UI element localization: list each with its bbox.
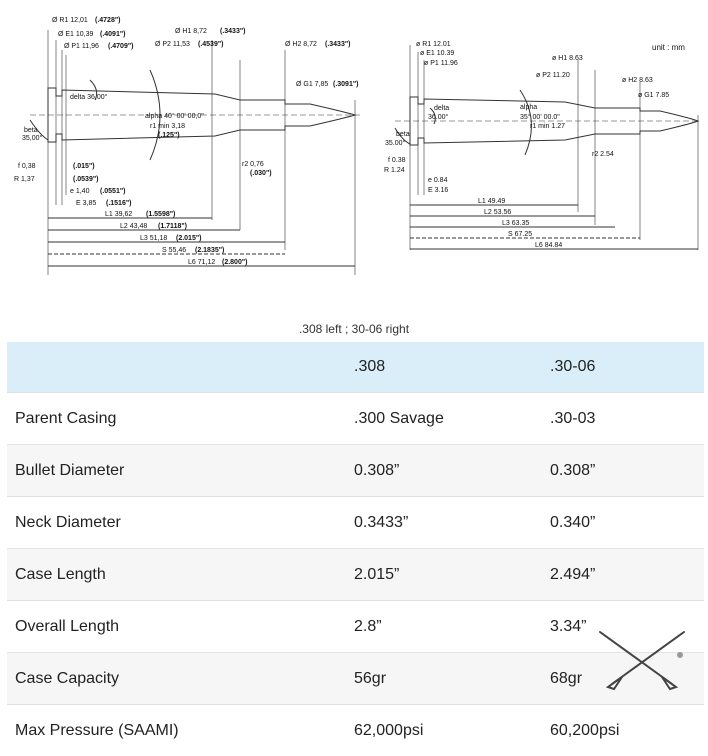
figure-caption: .308 left ; 30-06 right <box>0 322 708 336</box>
svg-text:35° 00' 00.0": 35° 00' 00.0" <box>520 113 560 121</box>
cell-3006: .30-03 <box>550 393 704 445</box>
table-row: Parent Casing .300 Savage .30-03 <box>7 393 704 445</box>
svg-text:ø E1 10.39: ø E1 10.39 <box>420 50 454 57</box>
cell-3006: 2.494” <box>550 549 704 601</box>
row-label: Max Pressure (SAAMI) <box>7 705 354 756</box>
svg-text:delta: delta <box>434 105 449 112</box>
row-label: Case Length <box>7 549 354 601</box>
cell-308: 0.3433” <box>354 497 550 549</box>
row-label: Case Capacity <box>7 653 354 705</box>
svg-text:f 0.38: f 0.38 <box>388 157 406 164</box>
table-row: Case Length 2.015” 2.494” <box>7 549 704 601</box>
svg-text:S 67.25: S 67.25 <box>508 231 532 238</box>
svg-text:L3 63.35: L3 63.35 <box>502 220 529 227</box>
cell-308: 2.8” <box>354 601 550 653</box>
svg-text:36.00°: 36.00° <box>428 113 449 121</box>
right-cartridge-drawing: unit : mm ø R1 12.01 ø E1 10.39 ø P1 11.… <box>0 0 708 285</box>
row-label: Parent Casing <box>7 393 354 445</box>
row-label: Neck Diameter <box>7 497 354 549</box>
svg-text:ø R1 12.01: ø R1 12.01 <box>416 41 451 48</box>
svg-text:R 1.24: R 1.24 <box>384 167 405 174</box>
cell-3006: 60,200psi <box>550 705 704 756</box>
table-row: Bullet Diameter 0.308” 0.308” <box>7 445 704 497</box>
svg-text:beta: beta <box>396 131 410 138</box>
svg-text:35.00°: 35.00° <box>385 139 406 147</box>
cell-3006: 0.308” <box>550 445 704 497</box>
crossed-rifles-icon <box>592 622 692 697</box>
row-label: Bullet Diameter <box>7 445 354 497</box>
svg-text:ø H2 8.63: ø H2 8.63 <box>622 77 653 84</box>
cell-308: 2.015” <box>354 549 550 601</box>
row-label: Overall Length <box>7 601 354 653</box>
svg-text:ø P2 11.20: ø P2 11.20 <box>536 72 570 79</box>
svg-text:L2 53.56: L2 53.56 <box>484 209 511 216</box>
svg-text:unit : mm: unit : mm <box>652 43 685 52</box>
svg-text:ø G1 7.85: ø G1 7.85 <box>638 92 669 99</box>
cell-308: 0.308” <box>354 445 550 497</box>
header-cell: .30-06 <box>550 342 704 393</box>
cartridge-drawings: Ø R1 12,01(.4728") Ø E1 10,39(.4091") Ø … <box>0 0 708 290</box>
cell-308: 56gr <box>354 653 550 705</box>
svg-text:L6 84.84: L6 84.84 <box>535 242 562 249</box>
svg-text:ø P1 11.96: ø P1 11.96 <box>424 60 458 67</box>
svg-text:L1 49.49: L1 49.49 <box>478 198 505 205</box>
table-header-row: .308 .30-06 <box>7 342 704 393</box>
svg-text:r2 2.54: r2 2.54 <box>592 151 614 158</box>
svg-text:r1 min 1.27: r1 min 1.27 <box>530 123 565 130</box>
cell-3006: 0.340” <box>550 497 704 549</box>
cell-308: .300 Savage <box>354 393 550 445</box>
svg-text:ø H1 8.63: ø H1 8.63 <box>552 55 583 62</box>
svg-text:alpha: alpha <box>520 104 537 111</box>
cell-308: 62,000psi <box>354 705 550 756</box>
table-row: Neck Diameter 0.3433” 0.340” <box>7 497 704 549</box>
header-cell <box>7 342 354 393</box>
table-row: Max Pressure (SAAMI) 62,000psi 60,200psi <box>7 705 704 756</box>
svg-text:E 3.16: E 3.16 <box>428 187 448 194</box>
svg-text:e 0.84: e 0.84 <box>428 177 448 184</box>
header-cell: .308 <box>354 342 550 393</box>
